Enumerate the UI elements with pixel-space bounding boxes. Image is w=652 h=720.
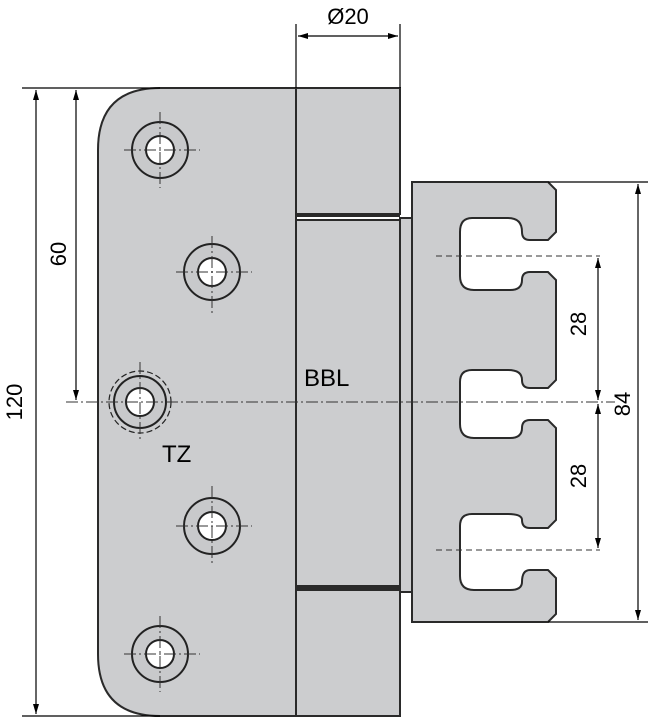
screw-hole-1 [124, 112, 200, 188]
screw-hole-5 [124, 616, 200, 692]
barrel-bottom-segment [295, 589, 401, 717]
barrel-top-segment [295, 87, 401, 215]
dimension-label-84: 84 [610, 392, 635, 416]
right-comb-bracket [411, 181, 557, 623]
screw-hole-4 [176, 486, 252, 566]
dimension-label-diameter: Ø20 [327, 4, 369, 29]
barrel-label: BBL [304, 365, 349, 392]
dimension-label-28-lower: 28 [566, 464, 591, 488]
dimension-label-60: 60 [46, 242, 71, 266]
screw-hole-2 [176, 236, 252, 314]
dimension-label-28-upper: 28 [566, 312, 591, 336]
dimension-label-120: 120 [2, 384, 27, 421]
barrel-middle-segment [295, 219, 401, 587]
tz-label: TZ [162, 441, 191, 468]
